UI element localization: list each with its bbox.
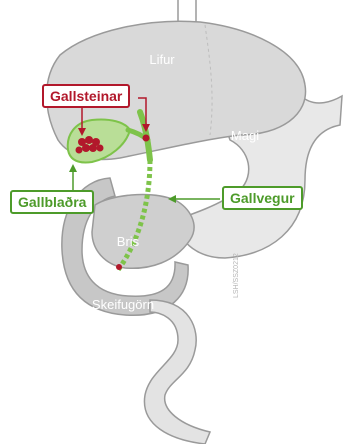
gallbladder-arrow-head [69,164,77,172]
pancreas-label: Bris [117,234,140,249]
bile-duct-callout: Gallvegur [222,186,303,210]
gallbladder-callout: Gallblaðra [10,190,94,214]
stomach-label: Magi [231,128,259,143]
duodenum-label: Skeifugörn [92,297,154,312]
credit-text: LSH/SSZ0212 [233,253,240,298]
gallstones-callout: Gallsteinar [42,84,130,108]
liver-label: Lifur [149,52,175,67]
duodenum-lower [144,300,210,444]
pancreas [92,195,194,269]
